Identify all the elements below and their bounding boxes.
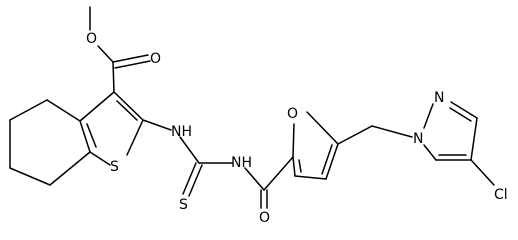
bond-furan-c2-o — [292, 123, 295, 158]
bond-pyrazole-c3-c4 — [470, 117, 478, 161]
bond-c3-c2-double-a — [113, 91, 144, 121]
atom-nh-right: NH — [231, 155, 252, 171]
atom-pyrazole-n2: N — [434, 90, 444, 106]
atom-layer: O O S NH S NH O O N N Cl — [86, 31, 508, 226]
atom-ester-o-methyl: O — [86, 31, 97, 47]
bond-furan-c3-c2-double-b — [298, 159, 302, 173]
bond-furan-c5-c4-double-a — [325, 143, 339, 180]
bond-furan-c5-ch2 — [337, 125, 373, 145]
bond-c4-c5 — [9, 99, 48, 121]
atom-pyrazole-n1: N — [413, 131, 423, 147]
atom-chlorine: Cl — [494, 187, 508, 203]
bond-pyrazole-c4-cl — [470, 159, 495, 186]
bond-pyrazole-n2-c3-double-b — [449, 107, 472, 122]
bond-o-carbonyl-c — [97, 45, 114, 63]
atom-amide-o: O — [259, 210, 270, 226]
atom-thiourea-s: S — [179, 197, 188, 213]
bond-c2-nh — [142, 119, 172, 131]
bond-c7a-c3a-double-b — [86, 123, 97, 148]
bond-pyrazole-n1-n2 — [423, 103, 434, 129]
bond-furan-o-c5 — [306, 111, 339, 145]
bond-furan-c3-c2-double-a — [292, 156, 296, 177]
atom-ester-o-carbonyl: O — [150, 51, 161, 67]
bond-ch2-pyrazole-n1 — [371, 125, 413, 138]
bond-amide-c-furan-c2 — [263, 156, 294, 191]
bond-c6-c7 — [9, 167, 51, 186]
bond-carbonyl-c-o-double-a — [112, 54, 149, 63]
bond-layer — [9, 6, 495, 209]
bond-c3-c2-double-b — [116, 100, 138, 121]
atom-furan-o: O — [287, 106, 298, 122]
bond-nh-thiourea-c — [179, 136, 200, 164]
bond-carbonyl-c-o-double-b — [114, 60, 151, 69]
bond-carbonyl-c-c3 — [112, 61, 115, 93]
bond-thiourea-c-s-double-b — [188, 164, 203, 197]
bond-s-c7a — [89, 151, 111, 166]
bond-pyrazole-c5-n1 — [423, 144, 437, 161]
bond-c2-s — [126, 119, 144, 156]
bond-furan-c4-c3 — [294, 175, 327, 180]
bond-pyrazole-n2-c3-double-a — [450, 101, 478, 119]
atom-thiophene-s: S — [110, 159, 119, 175]
bond-nh-amide-c — [244, 167, 265, 191]
bond-c3a-c4 — [46, 99, 81, 122]
bond-c7a-c3a-double-a — [79, 120, 91, 153]
bond-furan-c5-c4-double-b — [321, 144, 333, 175]
bond-c3a-c3 — [79, 91, 115, 122]
atom-nh-left: NH — [171, 124, 192, 140]
bond-thiourea-c-s-double-a — [182, 162, 197, 195]
bond-c7-c7a — [49, 151, 91, 186]
